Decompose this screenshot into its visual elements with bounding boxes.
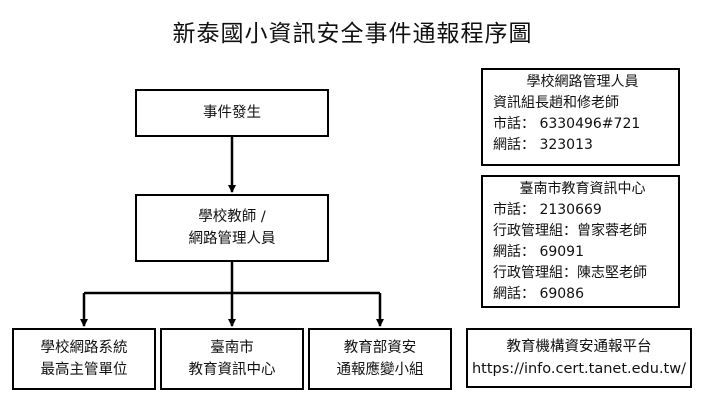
- tainan-center-line: 網話： 69086: [493, 286, 584, 302]
- target-label-line2: 教育資訊中心: [188, 362, 276, 378]
- school-admin-line: 網話： 323013: [493, 137, 593, 153]
- tainan-center-line: 網話： 69091: [493, 244, 584, 260]
- tainan-center-heading: 臺南市教育資訊中心: [519, 181, 646, 197]
- school-admin-heading: 學校網路管理人員: [526, 74, 639, 90]
- target-label-line1: 學校網路系統: [40, 340, 128, 356]
- teacher-label-line1: 學校教師 /: [198, 209, 266, 225]
- target-label-line1: 臺南市: [210, 340, 254, 356]
- target-school-unit-box: 學校網路系統 最高主管單位: [12, 328, 156, 390]
- target-label-line1: 教育部資安: [343, 340, 417, 356]
- tainan-center-line: 行政管理組：曾家蓉老師: [493, 223, 647, 239]
- teacher-box: 學校教師 / 網路管理人員: [135, 194, 329, 262]
- event-box: 事件發生: [135, 89, 329, 137]
- target-moe-team-box: 教育部資安 通報應變小組: [308, 328, 452, 390]
- tainan-center-line: 市話： 2130669: [493, 202, 602, 218]
- school-admin-line: 資訊組長趙和修老師: [493, 95, 619, 111]
- school-admin-contact-box: 學校網路管理人員 資訊組長趙和修老師 市話： 6330496#721 網話： 3…: [481, 68, 680, 166]
- target-tainan-center-box: 臺南市 教育資訊中心: [160, 328, 304, 390]
- platform-name: 教育機構資安通報平台: [506, 339, 652, 355]
- school-admin-line: 市話： 6330496#721: [493, 116, 641, 132]
- teacher-label-line2: 網路管理人員: [188, 231, 276, 247]
- platform-url: https://info.cert.tanet.edu.tw/: [471, 361, 686, 377]
- diagram-title: 新泰國小資訊安全事件通報程序圖: [172, 21, 533, 47]
- tainan-center-line: 行政管理組：陳志堅老師: [493, 265, 647, 281]
- target-label-line2: 通報應變小組: [336, 362, 424, 378]
- tainan-center-contact-box: 臺南市教育資訊中心 市話： 2130669 行政管理組：曾家蓉老師 網話： 69…: [481, 175, 680, 308]
- event-label: 事件發生: [203, 105, 261, 121]
- report-platform-box: 教育機構資安通報平台 https://info.cert.tanet.edu.t…: [466, 328, 692, 388]
- target-label-line2: 最高主管單位: [40, 362, 128, 378]
